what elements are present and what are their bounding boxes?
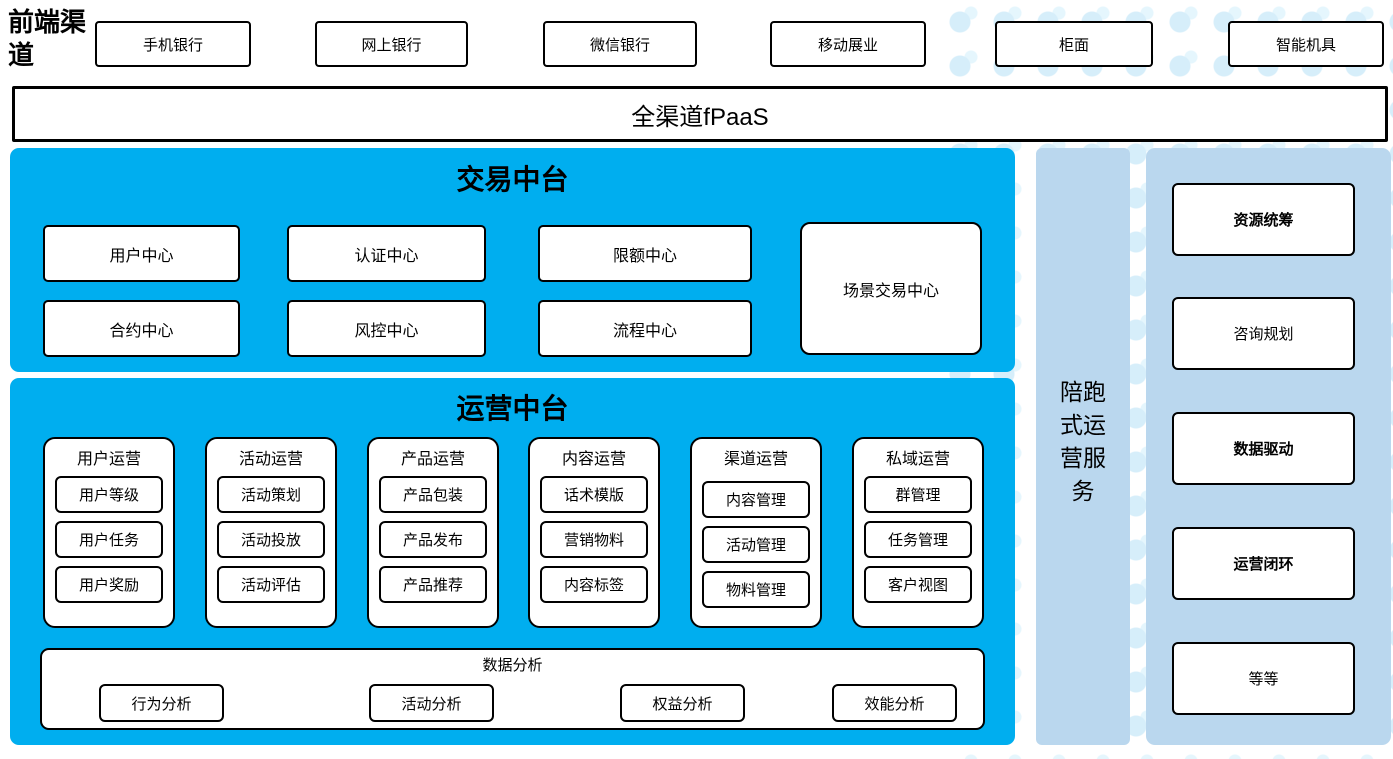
ops-item: 产品推荐 [379,566,487,603]
ops-group-title: 活动运营 [238,451,303,468]
center-box-user: 用户中心 [43,225,240,282]
ops-group-title: 内容运营 [561,451,626,468]
channel-box-wechat-banking: 微信银行 [543,21,697,67]
ops-group-private-domain: 私域运营 群管理 任务管理 客户视图 [852,437,984,628]
ops-group-content: 内容运营 话术模版 营销物料 内容标签 [528,437,660,628]
ops-group-title: 用户运营 [76,451,141,468]
ops-item: 物料管理 [702,571,810,608]
operations-platform-title: 运营中台 [456,394,569,425]
ops-item: 用户奖励 [55,566,163,603]
center-box-scenario-trade: 场景交易中心 [800,222,982,355]
channel-box-counter: 柜面 [995,21,1153,67]
ops-item: 内容标签 [540,566,648,603]
service-box-operations-loop: 运营闭环 [1172,527,1355,600]
channel-box-smart-devices: 智能机具 [1228,21,1384,67]
ops-item: 产品包装 [379,476,487,513]
service-box-resource-coordination: 资源统筹 [1172,183,1355,256]
center-box-contract: 合约中心 [43,300,240,357]
ops-item: 产品发布 [379,521,487,558]
center-box-limit: 限额中心 [538,225,752,282]
ops-item: 用户任务 [55,521,163,558]
ops-item: 用户等级 [55,476,163,513]
ops-item: 任务管理 [864,521,972,558]
ops-item: 客户视图 [864,566,972,603]
channel-box-mobile-outreach: 移动展业 [770,21,926,67]
fpaas-bar: 全渠道fPaaS [12,86,1388,142]
ops-group-channel: 渠道运营 内容管理 活动管理 物料管理 [690,437,822,628]
companion-service-bar: 陪跑式运营服务 [1036,148,1130,745]
service-box-data-driven: 数据驱动 [1172,412,1355,485]
service-box-etc: 等等 [1172,642,1355,715]
ops-group-product: 产品运营 产品包装 产品发布 产品推荐 [367,437,499,628]
operations-platform-panel: 运营中台 用户运营 用户等级 用户任务 用户奖励 活动运营 活动策划 活动投放 … [10,378,1015,745]
ops-item: 营销物料 [540,521,648,558]
channel-box-mobile-banking: 手机银行 [95,21,251,67]
center-box-risk: 风控中心 [287,300,486,357]
data-analysis-box: 数据分析 行为分析 活动分析 权益分析 效能分析 [40,648,985,730]
ops-item: 活动管理 [702,526,810,563]
ops-group-title: 渠道运营 [723,451,788,468]
services-panel: 资源统筹 咨询规划 数据驱动 运营闭环 等等 [1146,148,1391,745]
analysis-item-behavior: 行为分析 [99,684,224,722]
ops-item: 话术模版 [540,476,648,513]
channel-box-online-banking: 网上银行 [315,21,468,67]
fpaas-title: 全渠道fPaaS [631,103,769,131]
companion-service-label: 陪跑式运营服务 [1060,379,1106,504]
analysis-item-benefit: 权益分析 [620,684,745,722]
analysis-item-activity: 活动分析 [369,684,494,722]
ops-group-title: 私域运营 [885,451,950,468]
ops-item: 群管理 [864,476,972,513]
frontend-channels-label: 前端渠道 [8,8,87,71]
center-box-process: 流程中心 [538,300,752,357]
ops-group-title: 产品运营 [400,451,465,468]
analysis-item-efficiency: 效能分析 [832,684,957,722]
ops-item: 活动投放 [217,521,325,558]
service-box-consulting-planning: 咨询规划 [1172,297,1355,370]
ops-item: 活动评估 [217,566,325,603]
data-analysis-title: 数据分析 [482,657,543,674]
trade-platform-title: 交易中台 [456,165,569,196]
center-box-auth: 认证中心 [287,225,486,282]
ops-item: 内容管理 [702,481,810,518]
ops-group-activity: 活动运营 活动策划 活动投放 活动评估 [205,437,337,628]
ops-item: 活动策划 [217,476,325,513]
trade-platform-panel: 交易中台 用户中心 认证中心 限额中心 合约中心 风控中心 流程中心 场景交易中… [10,148,1015,372]
ops-group-user: 用户运营 用户等级 用户任务 用户奖励 [43,437,175,628]
